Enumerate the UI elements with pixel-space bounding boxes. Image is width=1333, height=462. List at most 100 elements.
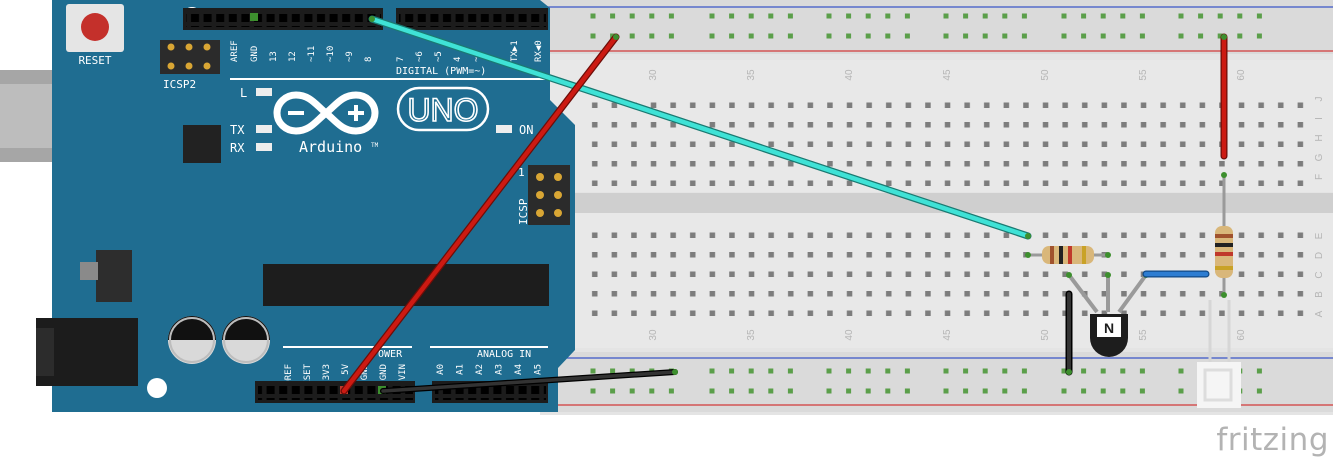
wire-endpoint (1066, 369, 1072, 375)
rail-hole (982, 368, 988, 374)
led-l-label: L (240, 86, 247, 100)
rail-hole (846, 388, 852, 394)
led-tx-label: TX (230, 123, 245, 137)
rail-hole (826, 388, 832, 394)
power-pin-label: GND (360, 364, 370, 380)
rail-hole (729, 13, 735, 19)
rail-hole (1100, 33, 1106, 39)
rail-hole (787, 13, 793, 19)
digital-pin-label: GND (250, 46, 260, 62)
rail-hole (1002, 13, 1008, 19)
rail-hole (1139, 368, 1145, 374)
wire-black-gnd-highlight (381, 370, 677, 393)
rail-hole (943, 388, 949, 394)
rail-hole (1120, 388, 1126, 394)
reset-button[interactable] (66, 4, 124, 52)
rail-hole (1021, 388, 1027, 394)
capacitor-right (222, 316, 270, 364)
power-jack-front (36, 328, 54, 376)
row-letter: C (1314, 271, 1325, 278)
rail-hole (885, 33, 891, 39)
rail-hole (787, 33, 793, 39)
rail-hole (649, 13, 655, 19)
analog-pin-label: A4 (514, 364, 524, 375)
rail-hole (846, 368, 852, 374)
analog-label: ANALOG IN (477, 349, 531, 360)
digital-pin-label: 4 (453, 57, 463, 62)
led-rx (256, 143, 272, 151)
rail-hole (1081, 33, 1087, 39)
rail-hole (1100, 388, 1106, 394)
rail-hole (668, 33, 674, 39)
led-l (256, 88, 272, 96)
digital-pin-label: 8 (364, 57, 374, 62)
rail-hole (1002, 388, 1008, 394)
rail-hole (1120, 33, 1126, 39)
column-number: 30 (648, 69, 659, 81)
rail-hole (610, 368, 616, 374)
usb-chip (183, 125, 221, 163)
power-pin-label: RESET (303, 363, 313, 391)
digital-header (183, 8, 548, 30)
wire-cyan-pin8-highlight (369, 16, 1031, 239)
digital-pin-label: ~5 (434, 51, 444, 62)
rail-hole (709, 33, 715, 39)
column-number: 45 (942, 329, 953, 341)
rail-hole (787, 388, 793, 394)
voltage-regulator (96, 250, 132, 302)
rail-hole (590, 368, 596, 374)
rail-hole (1120, 368, 1126, 374)
rail-hole (629, 33, 635, 39)
rail-hole (649, 388, 655, 394)
rail-hole (629, 13, 635, 19)
rail-hole (1061, 13, 1067, 19)
wire-red-5v-highlight (341, 34, 619, 394)
column-number: 45 (942, 69, 953, 81)
icsp-pin-label: 1 (518, 166, 525, 179)
rail-hole (1002, 368, 1008, 374)
rail-hole (904, 33, 910, 39)
analog-pin-label: A3 (495, 364, 505, 375)
row-letter: F (1314, 174, 1325, 180)
led-component (1197, 300, 1241, 408)
digital-pin-label: ~10 (326, 46, 336, 62)
rail-hole (729, 368, 735, 374)
rail-hole (982, 388, 988, 394)
rail-hole (1021, 13, 1027, 19)
column-number: 50 (1040, 69, 1051, 81)
rail-hole (826, 13, 832, 19)
arduino-uno-board: RESET ICSP2 AREFGND1312~11~10~987~6~54~3… (0, 0, 575, 412)
rail-hole (1178, 33, 1184, 39)
rail-hole (1021, 368, 1027, 374)
icsp-header (528, 165, 570, 225)
rail-hole (1237, 33, 1243, 39)
column-number: 35 (746, 69, 757, 81)
rail-hole (709, 388, 715, 394)
digital-pin-label: 12 (288, 51, 298, 62)
wire-endpoint (1221, 34, 1227, 40)
rail-hole (1002, 33, 1008, 39)
mounting-hole (147, 378, 167, 398)
digital-pin-label: AREF (230, 40, 240, 62)
led-tx (256, 125, 272, 133)
rail-hole (826, 33, 832, 39)
column-number: 35 (746, 329, 757, 341)
brand-label: Arduino (299, 138, 362, 156)
rail-hole (768, 13, 774, 19)
row-letter: E (1314, 232, 1325, 239)
uno-badge (396, 86, 490, 132)
rail-hole (963, 368, 969, 374)
rail-hole (1081, 368, 1087, 374)
rail-hole (846, 33, 852, 39)
rail-hole (982, 33, 988, 39)
power-label: POWER (372, 349, 403, 360)
rail-hole (748, 13, 754, 19)
rail-hole (1237, 13, 1243, 19)
rail-hole (590, 388, 596, 394)
column-number: 50 (1040, 329, 1051, 341)
rail-hole (865, 388, 871, 394)
rail-hole (748, 368, 754, 374)
rail-hole (590, 33, 596, 39)
